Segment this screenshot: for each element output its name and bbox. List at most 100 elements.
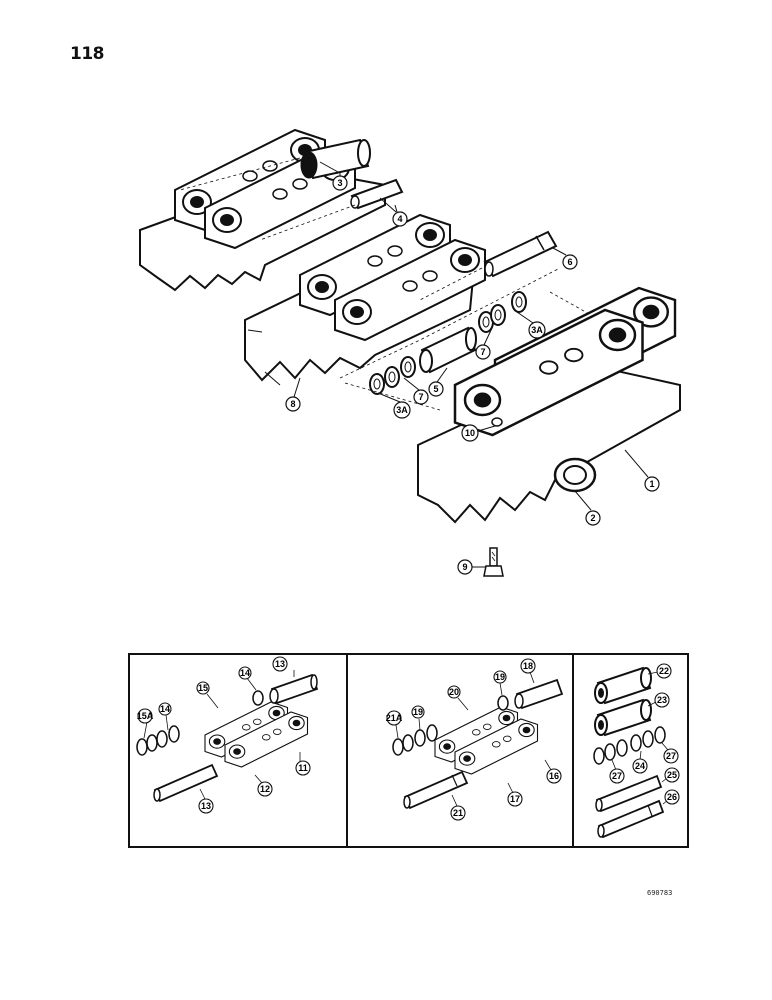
callout-9: 9 [457, 559, 473, 575]
svg-text:25: 25 [667, 770, 677, 780]
callout-24: 24 [632, 758, 648, 774]
panel1-pin-13-bottom [153, 763, 219, 803]
svg-text:17: 17 [510, 794, 520, 804]
svg-text:7: 7 [480, 347, 485, 357]
callout-18: 18 [520, 658, 536, 674]
middle-track-segment [244, 214, 486, 386]
callout-16: 16 [546, 768, 562, 784]
svg-text:21: 21 [453, 808, 463, 818]
panel1-washer-14-top [252, 690, 264, 706]
callouts-upper: 3 4 6 3A 7 5 7 3A 8 10 1 2 9 [285, 175, 660, 575]
svg-text:23: 23 [657, 695, 667, 705]
callout-13-top: 13 [272, 656, 288, 672]
alignment-guides [179, 157, 601, 411]
bolt-9 [483, 547, 504, 577]
callout-15a: 15A [137, 708, 154, 724]
leader-lines-upper [293, 172, 649, 568]
svg-text:10: 10 [465, 428, 475, 438]
svg-text:19: 19 [495, 672, 505, 682]
svg-text:15: 15 [198, 683, 208, 693]
callout-7-left: 7 [413, 389, 429, 405]
callout-14-top: 14 [238, 666, 252, 680]
svg-text:16: 16 [549, 771, 559, 781]
callout-17: 17 [507, 791, 523, 807]
svg-text:3A: 3A [531, 325, 543, 335]
svg-text:8: 8 [290, 399, 295, 409]
callout-7-right: 7 [475, 344, 491, 360]
washer-set-upper [478, 291, 527, 333]
callout-3a-right: 3A [528, 321, 546, 339]
svg-text:1: 1 [649, 479, 654, 489]
panel-3-detail: 22 23 27 24 27 25 26 [593, 663, 680, 839]
callout-8: 8 [285, 396, 301, 412]
panel2-pin-18 [514, 678, 564, 710]
svg-text:14: 14 [160, 704, 170, 714]
callout-2: 2 [585, 510, 601, 526]
callout-11: 11 [295, 760, 311, 776]
callout-3: 3 [332, 175, 348, 191]
svg-text:13: 13 [201, 801, 211, 811]
lower-track-shoe [417, 363, 681, 524]
svg-text:3A: 3A [396, 405, 408, 415]
callout-22: 22 [656, 663, 672, 679]
panel2-washer-19-top [497, 695, 509, 711]
pin-26 [597, 799, 665, 839]
bushing-23 [594, 698, 652, 737]
lower-track-segment [417, 286, 681, 524]
svg-text:12: 12 [260, 784, 270, 794]
reference-code: 690783 [647, 889, 673, 897]
detail-panels-frame [128, 653, 689, 848]
pin-25 [595, 774, 663, 813]
svg-text:11: 11 [298, 763, 308, 773]
panel-2-detail: 18 19 20 19 21A 16 17 21 [386, 658, 564, 821]
callout-10: 10 [461, 424, 479, 442]
bushing-3 [300, 138, 371, 180]
nut-10 [491, 417, 503, 427]
washer-set-lower [369, 356, 416, 395]
callout-4: 4 [392, 211, 408, 227]
svg-text:20: 20 [449, 687, 459, 697]
panel2-washers-left [392, 724, 438, 756]
washer-set-24-27 [593, 726, 666, 765]
svg-text:3: 3 [337, 178, 342, 188]
panel1-pin-13-top [269, 673, 319, 705]
svg-text:19: 19 [413, 707, 423, 717]
svg-text:27: 27 [612, 771, 622, 781]
panel1-washers-left [136, 725, 180, 756]
svg-text:7: 7 [418, 392, 423, 402]
panel2-pin-21 [403, 770, 469, 810]
svg-text:9: 9 [462, 562, 467, 572]
callout-5: 5 [428, 381, 444, 397]
page-number: 118 [70, 44, 105, 64]
callout-25: 25 [664, 767, 680, 783]
svg-text:5: 5 [433, 384, 438, 394]
svg-text:13: 13 [275, 659, 285, 669]
pin-4 [350, 178, 404, 213]
callout-26: 26 [664, 789, 680, 805]
svg-text:6: 6 [567, 257, 572, 267]
callout-23: 23 [654, 692, 670, 708]
master-pin-6 [483, 230, 558, 278]
svg-text:18: 18 [523, 661, 533, 671]
svg-text:4: 4 [397, 214, 402, 224]
callout-19-top: 19 [493, 670, 507, 684]
svg-text:14: 14 [240, 668, 250, 678]
bushing-22 [594, 666, 652, 705]
callout-13-bottom: 13 [198, 798, 214, 814]
svg-text:22: 22 [659, 666, 669, 676]
callout-15: 15 [196, 681, 210, 695]
callout-1: 1 [644, 476, 660, 492]
callout-14-left: 14 [158, 702, 172, 716]
callout-3a-left: 3A [393, 401, 411, 419]
callout-12: 12 [257, 781, 273, 797]
panel-1-detail: 13 14 15 14 15A 11 12 13 [136, 656, 319, 814]
svg-text:2: 2 [590, 513, 595, 523]
callout-19-left: 19 [411, 705, 425, 719]
svg-text:26: 26 [667, 792, 677, 802]
svg-text:21A: 21A [386, 713, 403, 723]
callout-27-left: 27 [609, 768, 625, 784]
callout-27-right: 27 [663, 748, 679, 764]
master-bushing-5 [419, 326, 477, 374]
callout-21: 21 [450, 805, 466, 821]
